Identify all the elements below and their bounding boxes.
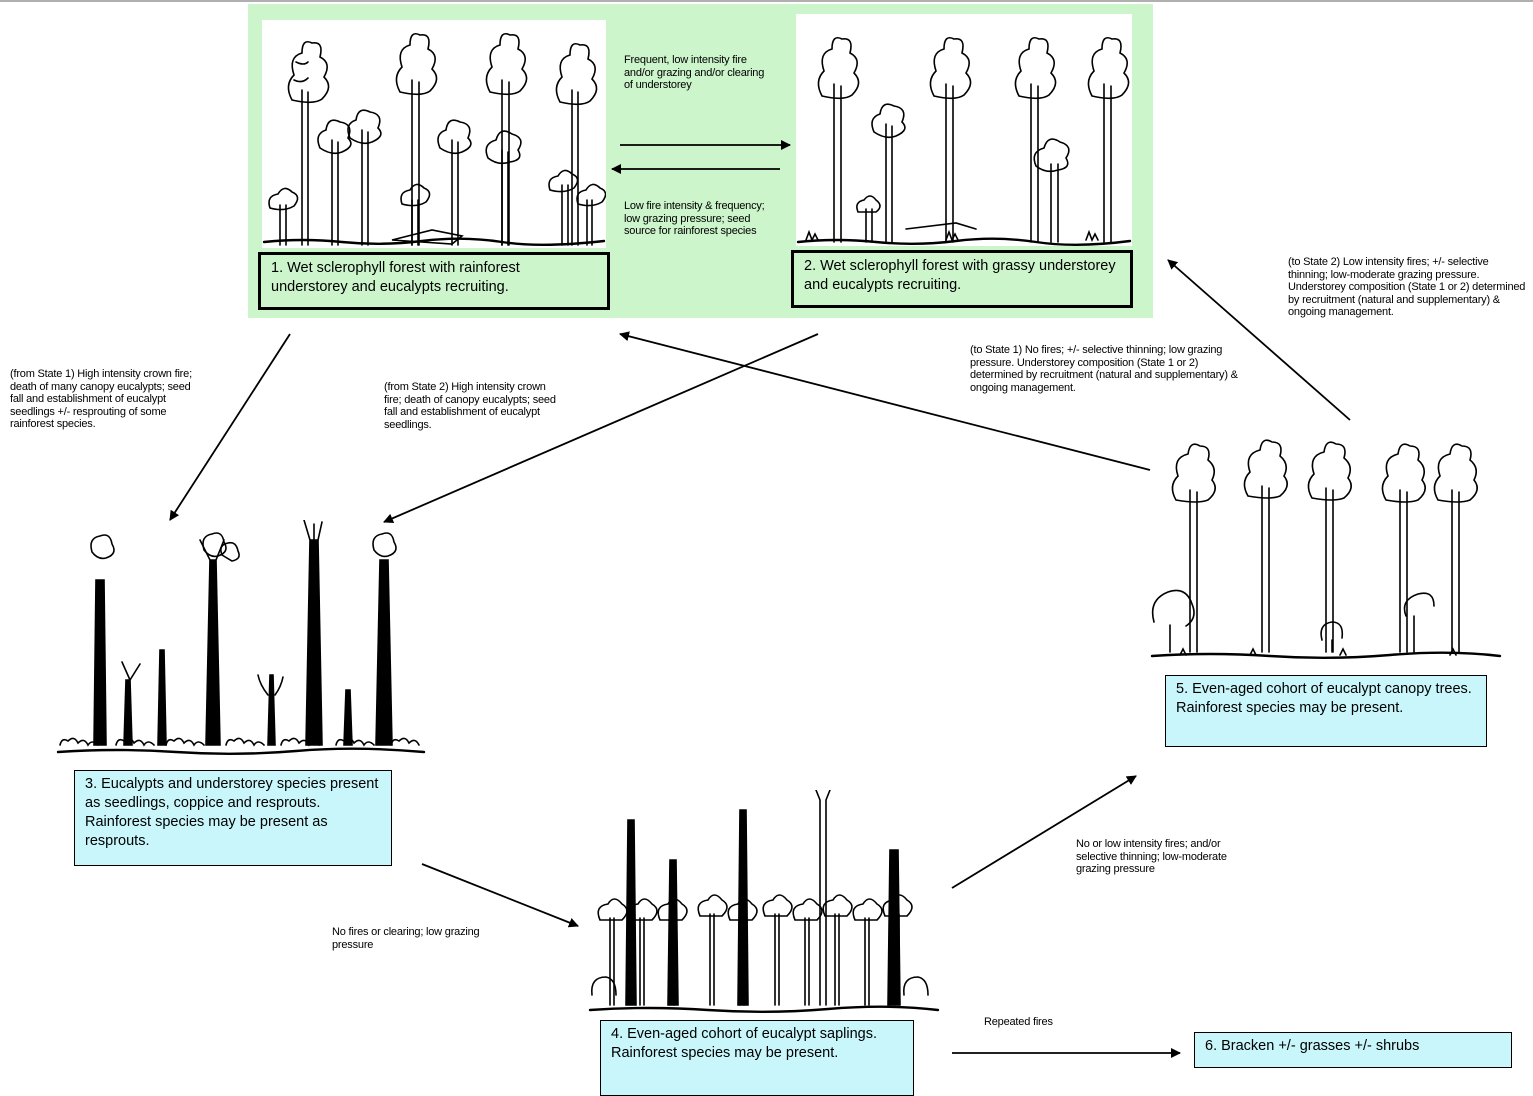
transition-5-to-1-label: (to State 1) No fires; +/- selective thi… [970, 344, 1238, 394]
transition-4-to-5-label: No or low intensity fires; and/or select… [1076, 838, 1227, 875]
transition-3-to-4-label: No fires or clearing; low grazing pressu… [332, 926, 480, 951]
state-3-box: 3. Eucalypts and understorey species pre… [74, 770, 392, 866]
forest-rainforest-understorey-illustration [262, 20, 606, 248]
arrow-3-to-4 [421, 863, 579, 928]
state-4-box: 4. Even-aged cohort of eucalypt saplings… [600, 1020, 914, 1096]
top-border [0, 0, 1533, 2]
burnt-trees-resprouts-illustration [56, 520, 426, 765]
transition-1-to-2-label: Frequent, low intensity fire and/or graz… [624, 54, 765, 91]
eucalypt-canopy-trees-illustration [1150, 430, 1502, 662]
forest-grassy-understorey-illustration [796, 14, 1132, 246]
transition-2-to-3-label: (from State 2) High intensity crown fire… [384, 381, 556, 431]
transition-4-to-6-label: Repeated fires [984, 1016, 1053, 1028]
eucalypt-saplings-illustration [588, 790, 940, 1016]
transition-5-to-2-label: (to State 2) Low intensity fires; +/- se… [1288, 256, 1526, 318]
state-1-box: 1. Wet sclerophyll forest with rainfores… [258, 252, 610, 310]
transition-2-to-1-label: Low fire intensity & frequency; low graz… [624, 200, 765, 237]
state-6-box: 6. Bracken +/- grasses +/- shrubs [1194, 1032, 1512, 1068]
state-5-box: 5. Even-aged cohort of eucalypt canopy t… [1165, 675, 1487, 747]
transition-1-to-3-label: (from State 1) High intensity crown fire… [10, 368, 192, 430]
state-2-box: 2. Wet sclerophyll forest with grassy un… [791, 250, 1133, 308]
